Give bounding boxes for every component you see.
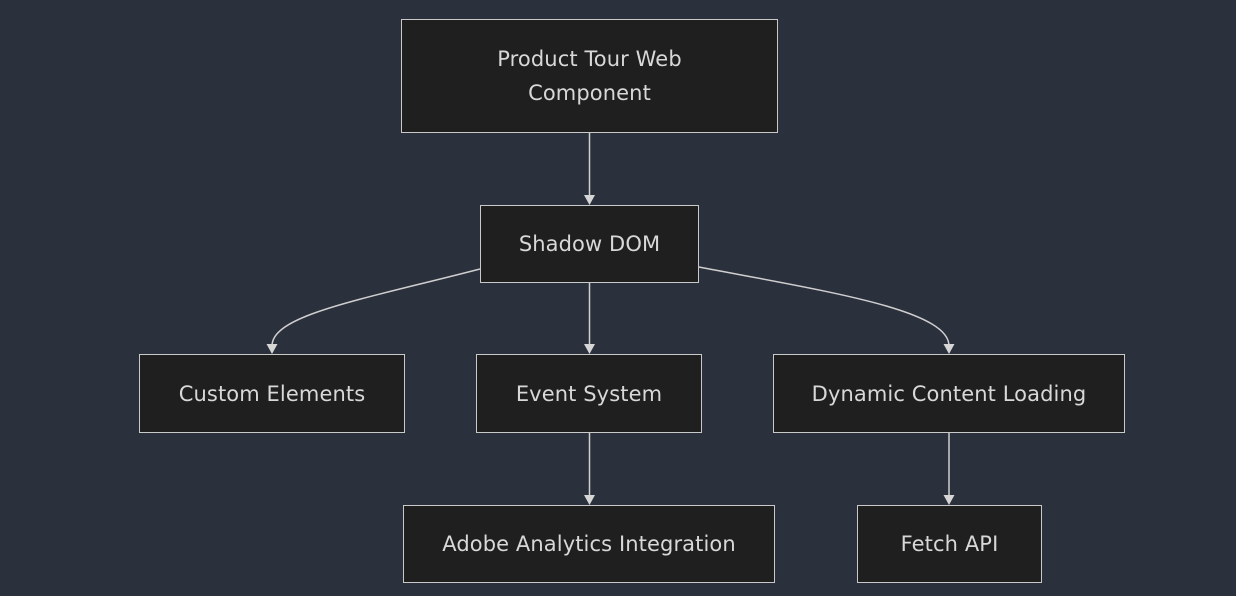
edge-shadow-dom-to-event-system: [584, 283, 595, 354]
node-custom-elements: Custom Elements: [139, 354, 405, 433]
edge-event-system-to-adobe-analytics: [584, 433, 595, 505]
node-label: Dynamic Content Loading: [811, 381, 1087, 406]
node-fetch-api: Fetch API: [857, 505, 1042, 583]
node-label: Custom Elements: [178, 381, 366, 406]
node-shadow-dom: Shadow DOM: [480, 205, 699, 283]
node-adobe-analytics-integration: Adobe Analytics Integration: [403, 505, 775, 583]
edge-shadow-dom-to-dynamic-content: [698, 266, 955, 354]
node-label: Adobe Analytics Integration: [442, 532, 736, 556]
edge-root-to-shadow-dom: [584, 133, 595, 205]
node-label: Product Tour Web Component: [497, 47, 682, 105]
node-event-system: Event System: [476, 354, 702, 433]
node-label: Event System: [515, 381, 663, 406]
node-label: Shadow DOM: [518, 232, 661, 256]
node-dynamic-content-loading: Dynamic Content Loading: [773, 354, 1125, 433]
node-label: Fetch API: [900, 532, 999, 556]
node-product-tour-web-component: Product Tour Web Component: [401, 19, 778, 133]
edge-shadow-dom-to-custom-elements: [266, 268, 481, 354]
edge-dynamic-content-to-fetch-api: [943, 433, 955, 505]
